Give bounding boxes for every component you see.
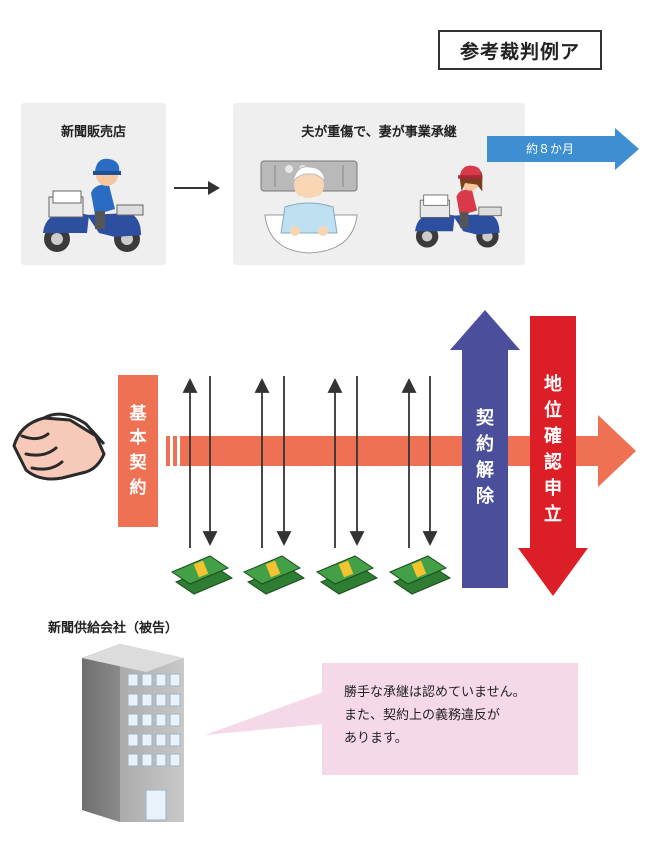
money-bundle-icon	[315, 555, 379, 595]
duration-label: 約８か月	[525, 142, 574, 156]
succession-title: 夫が重傷で、妻が事業承継	[301, 125, 457, 140]
vertical-label-char: 本	[129, 428, 147, 449]
shop-title: 新聞販売店	[60, 125, 126, 140]
scooter-man-icon	[43, 158, 144, 252]
duration-arrow	[487, 128, 639, 170]
contract-label-box	[118, 375, 158, 527]
speech-bubble-tail	[205, 692, 323, 735]
right-arrow-icon	[174, 181, 220, 195]
payment-arrows	[182, 376, 438, 548]
scooter-woman-icon	[415, 165, 502, 248]
vertical-label-char: 確	[544, 425, 562, 447]
contract-label: 基本契約	[118, 375, 158, 527]
cancel-label: 契約解除	[462, 378, 508, 538]
vertical-label-char: 認	[544, 452, 562, 473]
hospital-bed-icon	[260, 160, 358, 254]
contract-arrow-tick	[166, 436, 170, 466]
vertical-label-char: 申	[544, 478, 562, 500]
handshake-icon	[12, 412, 106, 481]
vertical-label-char: 契	[476, 407, 494, 429]
confirm-arrow	[518, 316, 588, 596]
succession-panel: 夫が重傷で、妻が事業承継	[233, 103, 525, 265]
case-label: 参考裁判例ア	[438, 30, 602, 70]
vertical-label-char: 解	[476, 460, 494, 481]
contract-arrow-tick	[173, 436, 177, 466]
confirm-label: 地位確認申立	[530, 355, 576, 545]
vertical-label-char: 位	[544, 399, 562, 421]
vertical-label-char: 約	[476, 433, 494, 455]
money-bundle-icon	[242, 555, 306, 595]
speech-line: また、契約上の義務違反が	[344, 708, 501, 723]
vertical-label-char: 契	[129, 453, 147, 473]
vertical-label-char: 除	[476, 486, 494, 508]
vertical-label-char: 立	[544, 504, 562, 526]
vertical-label-char: 基	[129, 403, 147, 424]
newspaper-shop-panel: 新聞販売店	[21, 103, 166, 265]
vertical-label-char: 地	[544, 373, 562, 395]
cancel-arrow	[450, 310, 520, 588]
contract-flow-diagram	[12, 310, 636, 596]
money-bundle-icon	[170, 555, 234, 595]
speech-bubble: 勝手な承継は認めていません。 また、契約上の義務違反が あります。	[322, 663, 578, 775]
supplier-label: 新聞供給会社（被告）	[48, 621, 179, 636]
vertical-label-char: 約	[129, 477, 147, 498]
contract-arrow-head	[598, 415, 636, 487]
money-bundle-icon	[388, 555, 452, 595]
office-building-icon	[82, 644, 184, 822]
speech-line: 勝手な承継は認めていません。	[344, 685, 526, 700]
speech-line: あります。	[344, 731, 408, 746]
